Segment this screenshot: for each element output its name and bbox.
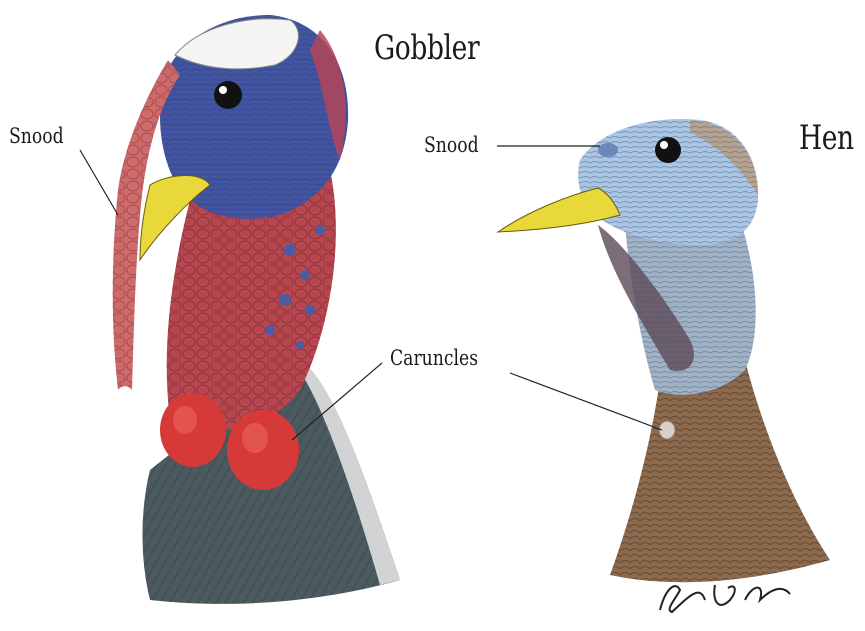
gobbler-title: Gobbler [374, 28, 479, 68]
gobbler-crown [175, 19, 298, 69]
artist-signature [660, 585, 790, 612]
gobbler-snood-leader [80, 150, 118, 215]
hen-illustration [498, 119, 830, 582]
caruncles-leader-hen [510, 373, 662, 430]
caruncles-label: Caruncles [390, 346, 478, 370]
hen-title: Hen [799, 118, 854, 158]
hen-eye [655, 137, 681, 163]
hen-snood-label: Snood [424, 133, 479, 157]
gobbler-caruncle-right [227, 410, 299, 490]
gobbler-eye [214, 81, 242, 109]
gobbler-snood-label: Snood [9, 124, 64, 148]
hen-snood [598, 143, 618, 157]
gobbler-illustration [113, 15, 400, 604]
hen-beak [498, 188, 620, 232]
